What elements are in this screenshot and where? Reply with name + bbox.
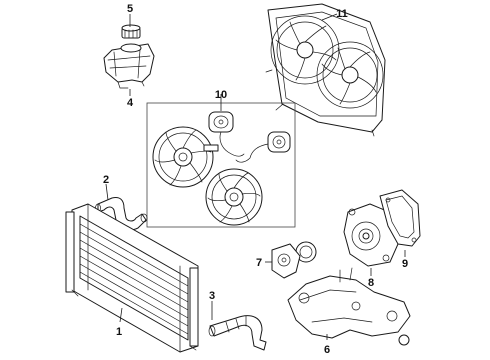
- callout-7: 7: [256, 257, 262, 269]
- radiator: [65, 203, 199, 353]
- callout-1: 1: [116, 326, 122, 338]
- thermostat: [271, 241, 317, 279]
- callout-8: 8: [368, 277, 374, 289]
- leader-lines: [105, 13, 406, 340]
- fan-blade-left: [152, 126, 214, 188]
- callout-3: 3: [209, 290, 215, 302]
- callout-6: 6: [324, 344, 330, 356]
- callout-5: 5: [127, 3, 133, 15]
- callout-11: 11: [336, 8, 348, 20]
- fan-shroud: [265, 3, 386, 137]
- pump-gasket: [379, 189, 421, 247]
- coolant-reservoir: [103, 43, 155, 89]
- lower-hose: [208, 315, 267, 351]
- callout-4: 4: [127, 97, 134, 109]
- fan-blade-right: [205, 168, 263, 226]
- callout-10: 10: [215, 89, 227, 101]
- reservoir-cap: [121, 24, 141, 39]
- coolant-pipe-assembly: [287, 267, 411, 346]
- fan-motor-upper: [203, 111, 245, 157]
- callout-2: 2: [103, 174, 109, 186]
- fan-motor-lower: [235, 131, 291, 163]
- callout-9: 9: [402, 258, 408, 270]
